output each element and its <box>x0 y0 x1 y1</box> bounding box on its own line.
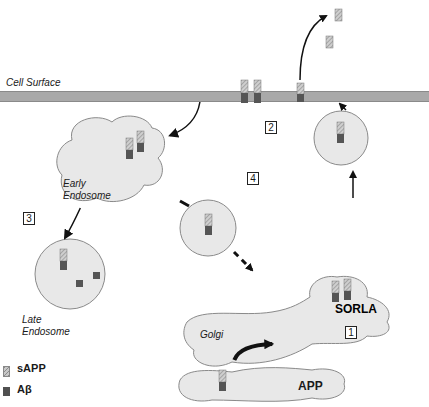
compartment-label: Late Endosome <box>22 314 77 337</box>
late-endosome-outline <box>34 238 106 310</box>
app-marker <box>337 122 344 143</box>
late-endosome: Late Endosome <box>34 238 106 310</box>
cell-surface-band: Cell Surface <box>0 91 429 102</box>
callout-number: 4 <box>248 173 258 184</box>
legend-label: Aβ <box>17 383 32 395</box>
release-arrow <box>300 16 326 80</box>
maturation-arrow <box>65 208 80 238</box>
callout-number: 3 <box>24 213 34 224</box>
export-arrow <box>234 344 272 360</box>
app-er-compartment: APP <box>172 360 350 404</box>
callout-number: 1 <box>346 327 356 338</box>
early-endosome: Early Endosome <box>52 110 170 208</box>
released-sapp <box>326 36 333 48</box>
secretory-vesicle <box>314 111 368 165</box>
released-sapp <box>335 9 342 21</box>
transport-dash <box>180 201 189 206</box>
callout-number: 1 <box>345 326 357 339</box>
receptor-label: SORLA <box>335 302 377 316</box>
legend-label: sAPP <box>17 362 46 374</box>
app-marker <box>205 214 212 235</box>
compartment-label: Cell Surface <box>6 77 126 89</box>
protein-label: APP <box>298 380 338 394</box>
callout-number: 4 <box>247 172 259 185</box>
retrograde-arrow <box>234 252 252 270</box>
callout-number: 2 <box>266 122 276 133</box>
legend-swatch <box>3 387 10 396</box>
endocytosis-arrow <box>170 102 200 135</box>
callout-number: 2 <box>265 121 277 134</box>
legend-swatch <box>3 366 10 377</box>
exocytosis-arrow <box>340 104 346 110</box>
secretory-arrow <box>352 172 354 198</box>
retrograde-vesicle <box>180 200 236 256</box>
app-er-compartment-outline <box>172 360 350 404</box>
compartment-label: Early Endosome <box>63 178 115 201</box>
callout-number: 3 <box>23 212 35 225</box>
compartment-label: Golgi <box>200 329 260 341</box>
